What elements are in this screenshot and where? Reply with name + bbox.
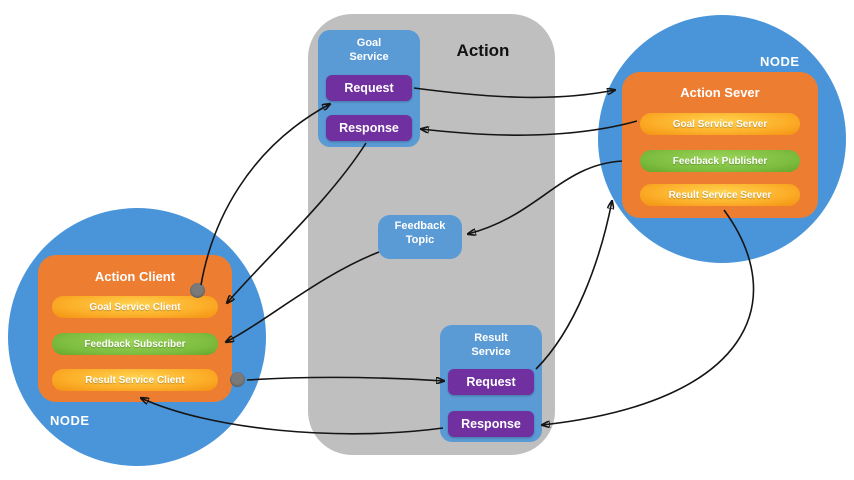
action-server-title: Action Sever xyxy=(680,85,760,100)
feedback-publisher-pill: Feedback Publisher xyxy=(640,150,800,172)
result-service-server-pill: Result Service Server xyxy=(640,184,800,206)
action-title: Action xyxy=(456,41,510,60)
goal-service-client-pill: Goal Service Client xyxy=(52,296,218,318)
goal-service-title: Goal Service xyxy=(349,37,389,64)
result-service-title: Result Service xyxy=(471,332,511,359)
goal-client-connector-dot xyxy=(190,283,205,298)
server-node-label: NODE xyxy=(760,54,800,69)
goal-service-server-pill: Goal Service Server xyxy=(640,113,800,135)
action-client-title: Action Client xyxy=(94,269,176,284)
result-client-connector-dot xyxy=(230,372,245,387)
result-request-button: Request xyxy=(448,369,534,395)
client-node-label: NODE xyxy=(50,413,90,428)
result-response-button: Response xyxy=(448,411,534,437)
result-service-client-pill: Result Service Client xyxy=(52,369,218,391)
feedback-topic-box: Feedback Topic xyxy=(378,215,462,259)
goal-request-button: Request xyxy=(326,75,412,101)
feedback-topic-title: Feedback Topic xyxy=(394,220,446,247)
feedback-subscriber-pill: Feedback Subscriber xyxy=(52,333,218,355)
goal-response-button: Response xyxy=(326,115,412,141)
